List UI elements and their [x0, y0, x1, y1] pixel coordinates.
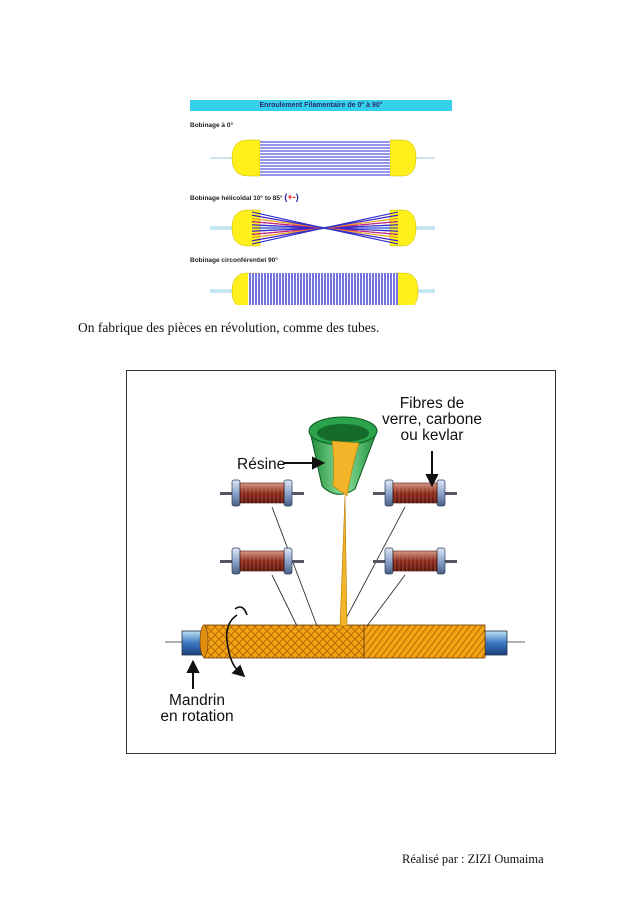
row1-label: Bobinage à 0°	[190, 122, 234, 129]
rotation-arrow-icon	[225, 606, 248, 678]
bobbin-top-left	[220, 479, 304, 507]
fibre-lines	[271, 506, 406, 627]
author-credit: Réalisé par : ZIZI Oumaima	[402, 852, 544, 866]
annotation-arrows	[186, 451, 439, 689]
winding-figure: Enroulement Filamentaire de 0° à 90° Bob…	[190, 100, 452, 310]
tube-helical	[210, 209, 435, 247]
winding-diagrams	[210, 139, 435, 310]
bobbin-top-right	[373, 479, 457, 507]
winding-figure-title: Enroulement Filamentaire de 0° à 90°	[190, 100, 452, 111]
fibre-bobbins	[220, 479, 457, 575]
resine-label: Résine	[237, 456, 286, 473]
tube-0deg	[210, 139, 435, 177]
process-diagram	[165, 416, 525, 689]
bobbin-bottom-left	[220, 547, 304, 575]
tube-circumferential	[210, 272, 435, 310]
bobbin-bottom-right	[373, 547, 457, 575]
caption-text: On fabrique des pièces en révolution, co…	[78, 320, 380, 335]
fibres-label: Fibres de verre, carbone ou kevlar	[382, 395, 482, 444]
mandrel	[181, 624, 508, 659]
row3-label: Bobinage circonférentiel 90°	[190, 257, 278, 264]
row2-label: Bobinage hélicoïdal 10° to 85° (+-)	[190, 192, 299, 202]
mandrin-label: Mandrin en rotation	[160, 692, 234, 725]
plus-minus-sign: (+-)	[284, 192, 299, 202]
process-figure: Résine Fibres de verre, carbone ou kevla…	[126, 370, 556, 754]
resin-cup	[308, 416, 378, 627]
